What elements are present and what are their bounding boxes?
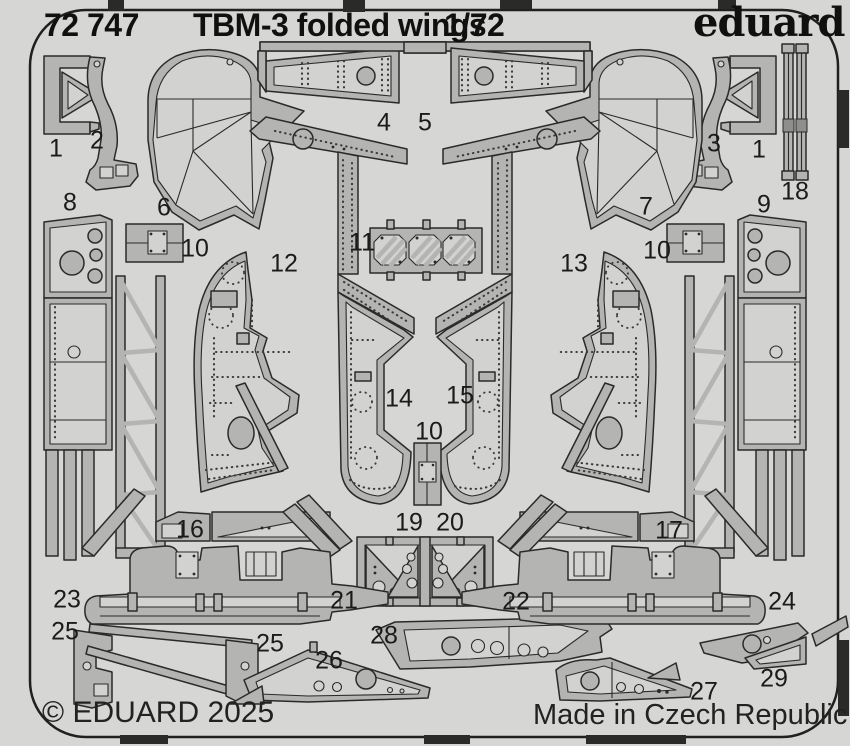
part-number-label: 25: [51, 617, 79, 646]
catalog-number: 72 747: [44, 7, 139, 43]
part-number-label: 12: [270, 249, 298, 278]
part-number-label: 3: [707, 129, 721, 158]
part-number-label: 10: [643, 236, 671, 265]
part-12: [193, 251, 300, 493]
part-number-label: 21: [330, 586, 358, 615]
part-number-label: 4: [377, 108, 391, 137]
made-in-text: Made in Czech Republic: [533, 699, 848, 731]
part-number-label: 5: [418, 108, 432, 137]
part-number-label: 25: [256, 629, 284, 658]
part-number-label: 16: [176, 515, 204, 544]
diagonal-strips: [282, 494, 353, 559]
part-number-label: 13: [560, 249, 588, 278]
part-number-label: 15: [446, 381, 474, 410]
part-10-right: [666, 223, 725, 263]
part-18: [781, 43, 809, 181]
part-29: [699, 615, 849, 670]
sheet-title: TBM-3 folded wings: [193, 7, 487, 43]
part-number-label: 20: [436, 508, 464, 537]
part-number-label: 22: [502, 587, 530, 616]
part-number-label: 26: [315, 646, 343, 675]
part-28: [375, 616, 613, 670]
part-number-label: 9: [757, 190, 771, 219]
part-9: [685, 215, 806, 560]
part-number-label: 10: [181, 234, 209, 263]
part-number-label: 18: [781, 177, 809, 206]
copyright-text: © EDUARD 2025: [42, 696, 275, 729]
hatch-plate: [442, 234, 477, 268]
part-number-label: 24: [768, 587, 796, 616]
part-14: [249, 116, 415, 505]
fret-border: [28, 0, 849, 744]
part-number-label: 1: [49, 134, 63, 163]
part-2: [85, 56, 139, 191]
part-23: [84, 545, 389, 625]
part-number-label: 6: [157, 193, 171, 222]
part-number-label: 11: [349, 228, 375, 257]
sheet-scale: 1/72: [444, 7, 505, 43]
hatch-plate: [408, 234, 443, 268]
part-1: [43, 55, 101, 135]
part-number-label: 14: [385, 384, 413, 413]
part-number-label: 29: [760, 664, 788, 693]
part-number-label: 27: [690, 677, 718, 706]
part-6: [147, 48, 305, 231]
part-number-label: 23: [53, 585, 81, 614]
hatch-plate: [373, 234, 408, 268]
part-13: [549, 250, 657, 494]
part-26: [229, 641, 431, 705]
part-8: [43, 214, 166, 561]
part-number-label: 8: [63, 188, 77, 217]
diagonal-brace: [81, 488, 146, 557]
part-number-label: 1: [752, 135, 766, 164]
part-number-label: 7: [639, 192, 653, 221]
part-number-label: 17: [655, 516, 683, 545]
parts-21-19: [365, 536, 419, 607]
part-10: [125, 223, 184, 263]
brand-wordmark: eduard: [693, 0, 845, 46]
part-10-center: [413, 442, 442, 506]
part-11: [369, 219, 483, 281]
part-number-label: 2: [90, 126, 104, 155]
part-number-label: 10: [415, 417, 443, 446]
part-27: [555, 657, 693, 702]
part-number-label: 19: [395, 508, 423, 537]
part-number-label: 28: [370, 621, 398, 650]
